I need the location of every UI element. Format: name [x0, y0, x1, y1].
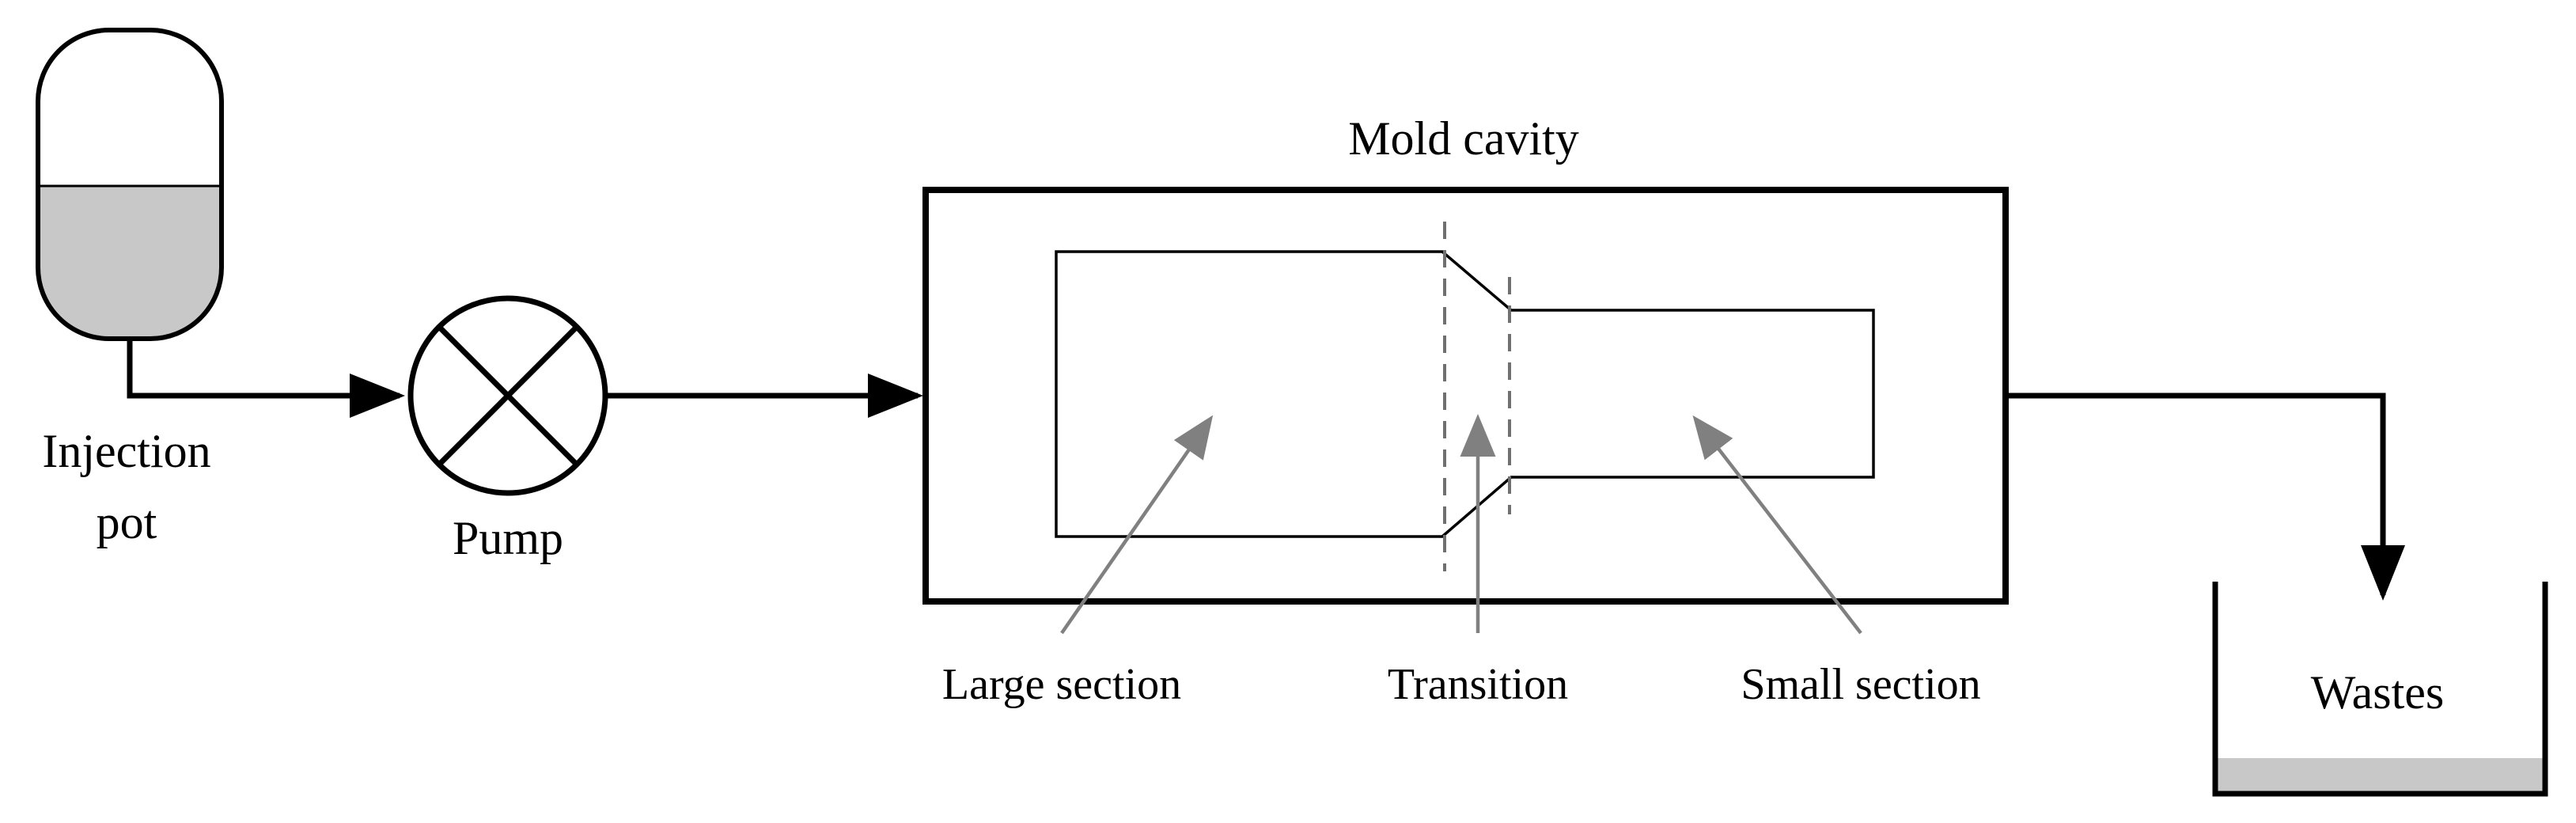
wastes-liquid	[2215, 758, 2545, 794]
molded-part-outline	[1055, 250, 1875, 538]
transition-label: Transition	[1388, 660, 1568, 709]
small-section-pointer	[1692, 415, 1862, 635]
small-section-label: Small section	[1741, 660, 1980, 709]
wastes-vessel	[2212, 582, 2548, 797]
injection-pot-label-line1: Injection	[42, 425, 210, 477]
injection-pot-liquid	[38, 186, 222, 339]
wastes-container	[2212, 582, 2548, 797]
mold-cavity-label: Mold cavity	[1348, 112, 1579, 165]
pump-icon	[407, 295, 608, 496]
injection-pot	[36, 28, 224, 341]
wastes-label: Wastes	[2311, 666, 2444, 719]
pipe-pot-to-pump	[127, 339, 405, 418]
pipe-mold-to-wastes	[2006, 393, 2405, 601]
injection-pot-label-line2: pot	[97, 496, 157, 548]
large-section-pointer	[1060, 415, 1214, 635]
pump-label: Pump	[453, 512, 563, 564]
large-section-label: Large section	[942, 660, 1181, 709]
